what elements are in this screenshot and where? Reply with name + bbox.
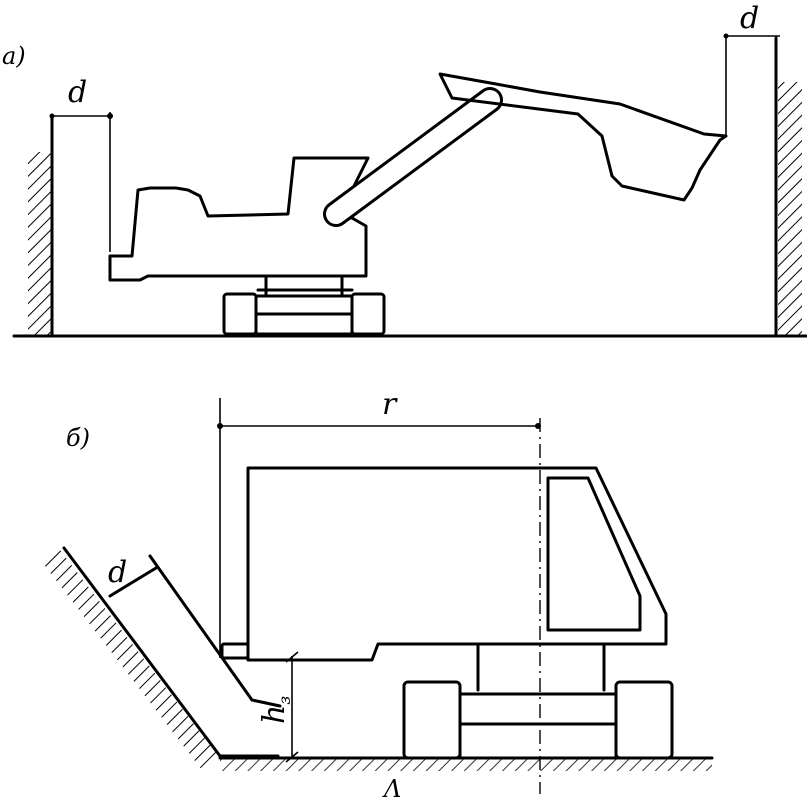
- dimension-r-label: r: [382, 387, 398, 422]
- undercarriage-b: [402, 642, 674, 760]
- slope-clearance-strip: d: [108, 554, 282, 758]
- figure-a-label: a): [2, 42, 26, 70]
- dimension-d-right: d: [723, 1, 780, 136]
- slope-face: [62, 546, 222, 758]
- ground-hatch-b: [220, 759, 712, 771]
- dimension-r: r: [217, 387, 541, 658]
- cab-window: [546, 476, 642, 632]
- figure-b-label: б): [66, 424, 90, 452]
- dimension-d-left: d: [49, 75, 113, 252]
- figure-a: a) d d: [2, 1, 807, 338]
- dimension-d-slope-label: d: [108, 555, 127, 590]
- left-wall-hatch: [28, 152, 52, 336]
- figure-b: б) d r: [42, 387, 714, 797]
- dimension-d-right-label: d: [740, 1, 759, 36]
- bottom-label: Λ: [382, 775, 401, 797]
- dimension-h: hз: [257, 651, 299, 763]
- bucket-arm-a: [438, 72, 728, 202]
- excavator-body-a: [108, 156, 370, 282]
- right-wall-hatch: [778, 82, 802, 336]
- slope-hatch: [42, 550, 220, 770]
- dimension-d-left-label: d: [68, 75, 87, 110]
- boom-a: [323, 87, 503, 227]
- excavator-body-b: [246, 466, 668, 662]
- undercarriage-a: [222, 274, 386, 336]
- dimension-h-label: hз: [257, 696, 294, 724]
- counterweight-b: [220, 642, 250, 660]
